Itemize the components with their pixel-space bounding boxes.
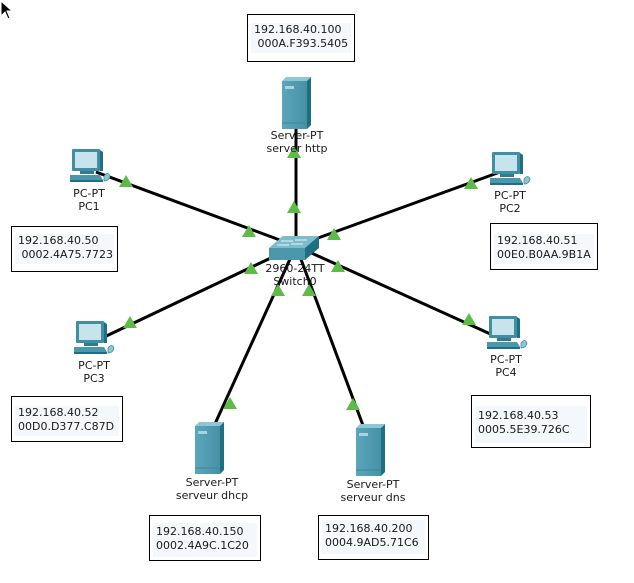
note-mac: 0005.5E39.726C [478,423,570,436]
device-name: PC2 [499,202,521,215]
note-mac: 00E0.B0AA.9B1A [497,248,591,261]
note-ip: 192.168.40.52 [18,406,99,419]
port-status-up-icon [271,284,285,296]
port-status-up-icon [287,146,301,158]
device-name: PC4 [495,366,517,379]
port-status-up-icon [462,313,476,325]
port-status-up-icon [223,397,237,409]
device-model: Server-PT [185,476,239,489]
device-server-http[interactable] [281,76,312,130]
label-pc1: PC-PT PC1 [73,187,105,213]
pc-icon [73,320,115,355]
device-pc2[interactable] [489,151,531,186]
device-model: 2960-24TT [265,262,325,275]
note-ip: 192.168.40.50 [18,234,99,247]
port-status-up-icon [302,284,316,296]
server-icon [194,421,225,475]
note-server-dhcp[interactable]: 192.168.40.150 0002.4A9C.1C20 [149,515,261,561]
label-pc4: PC-PT PC4 [490,353,522,379]
pc-icon [486,315,528,350]
device-name: Switch0 [273,275,317,288]
link-switch0-server-dhcp[interactable] [212,245,298,427]
server-icon [355,423,386,477]
note-pc3[interactable]: 192.168.40.52 00D0.D377.C87D [11,396,123,442]
note-mac: 00D0.D377.C87D [18,420,115,433]
port-status-up-icon [331,260,345,272]
label-pc2: PC-PT PC2 [494,189,526,215]
device-name: server http [266,142,328,155]
port-status-up-icon [242,225,256,237]
port-status-up-icon [464,177,478,189]
note-mac: 000A.F393.5405 [254,37,349,50]
note-server-http[interactable]: 192.168.40.100 000A.F393.5405 [247,14,355,62]
note-pc4[interactable]: 192.168.40.53 0005.5E39.726C [471,395,591,448]
device-pc3[interactable] [73,320,115,355]
note-ip: 192.168.40.200 [325,522,413,535]
device-model: PC-PT [78,359,110,372]
note-ip: 192.168.40.100 [254,23,342,36]
device-model: Server-PT [270,129,324,142]
label-server-http: Server-PT server http [267,129,328,155]
port-status-up-icon [287,201,301,213]
note-ip: 192.168.40.150 [156,525,244,538]
note-server-dns[interactable]: 192.168.40.200 0004.9AD5.71C6 [318,515,429,560]
device-server-dns[interactable] [355,423,386,477]
device-name: serveur dns [340,491,406,504]
note-ip: 192.168.40.51 [497,234,578,247]
note-mac: 0004.9AD5.71C6 [325,536,419,549]
port-status-up-icon [346,398,360,410]
port-status-up-icon [119,175,133,187]
note-mac: 0002.4A9C.1C20 [156,539,249,552]
note-mac: 0002.4A75.7723 [18,248,113,261]
mouse-pointer-icon [0,0,14,20]
port-status-up-icon [327,228,341,240]
device-model: Server-PT [346,478,400,491]
device-model: PC-PT [490,353,522,366]
device-server-dhcp[interactable] [194,421,225,475]
label-switch0: 2960-24TT Switch0 [265,262,324,288]
note-ip: 192.168.40.53 [478,409,559,422]
label-server-dns: Server-PT serveur dns [341,478,406,504]
note-pc1[interactable]: 192.168.40.50 0002.4A75.7723 [11,226,118,272]
pc-icon [489,151,531,186]
device-pc4[interactable] [486,315,528,350]
port-status-up-icon [123,316,137,328]
server-icon [281,76,312,130]
pc-icon [69,148,111,183]
device-name: serveur dhcp [175,489,249,502]
device-pc1[interactable] [69,148,111,183]
link-switch0-server-dns[interactable] [294,245,366,429]
device-name: PC1 [78,200,100,213]
label-server-dhcp: Server-PT serveur dhcp [176,476,248,502]
device-model: PC-PT [73,187,105,200]
note-pc2[interactable]: 192.168.40.51 00E0.B0AA.9B1A [490,223,598,270]
port-status-up-icon [244,262,258,274]
device-name: PC3 [83,372,105,385]
link-switch0-pc2[interactable] [295,170,501,248]
label-pc3: PC-PT PC3 [78,359,110,385]
device-model: PC-PT [494,189,526,202]
link-switch0-pc4[interactable] [295,244,498,339]
